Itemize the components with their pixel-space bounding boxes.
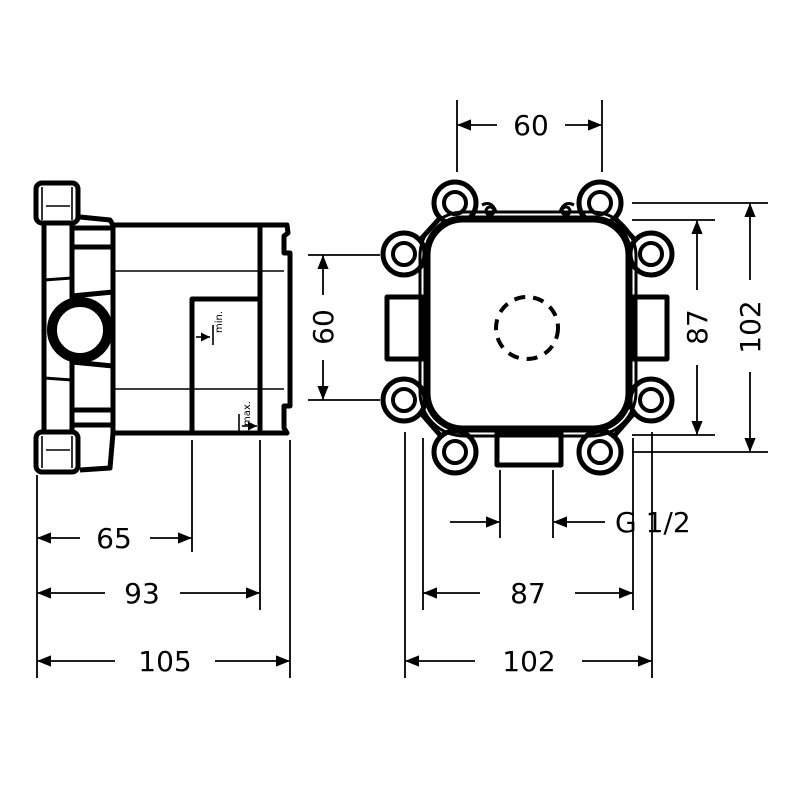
mounting-lugs <box>380 179 675 476</box>
dimension-bottom-87: 87 <box>423 577 633 610</box>
side-view: min. max. 65 93 105 <box>33 180 293 678</box>
dimension-105: 105 <box>37 645 290 678</box>
dim-bottom-87-label: 87 <box>510 577 546 610</box>
dimension-left-60: 60 <box>307 254 380 401</box>
inlet-pipe-circle <box>47 297 113 363</box>
center-dashed-circle <box>494 295 560 361</box>
dim-65-label: 65 <box>96 522 132 555</box>
dimension-93: 93 <box>37 577 260 610</box>
front-extension-lines <box>404 432 653 678</box>
housing-frame <box>418 210 638 438</box>
side-extension-lines <box>36 440 291 678</box>
max-label: max. <box>242 401 253 426</box>
depth-markers: min. max. <box>196 311 257 432</box>
mounting-flange <box>33 180 116 475</box>
dimension-65: 65 <box>37 522 192 555</box>
dim-105-label: 105 <box>138 645 191 678</box>
dimension-top-60: 60 <box>456 100 603 172</box>
dim-bottom-102-label: 102 <box>502 645 555 678</box>
dim-left-60-label: 60 <box>307 309 340 345</box>
dim-top-60-label: 60 <box>513 109 549 142</box>
dim-right-87-label: 87 <box>681 309 714 345</box>
dim-93-label: 93 <box>124 577 160 610</box>
min-label: min. <box>214 311 225 333</box>
valve-body <box>110 222 293 436</box>
dimension-bottom-102: 102 <box>405 645 652 678</box>
dimension-right-102: 102 <box>632 202 768 453</box>
front-view: 60 60 87 102 <box>307 100 768 678</box>
dimension-thread: G 1/2 <box>450 470 691 539</box>
dimension-right-87: 87 <box>632 219 715 436</box>
dim-right-102-label: 102 <box>734 300 767 353</box>
